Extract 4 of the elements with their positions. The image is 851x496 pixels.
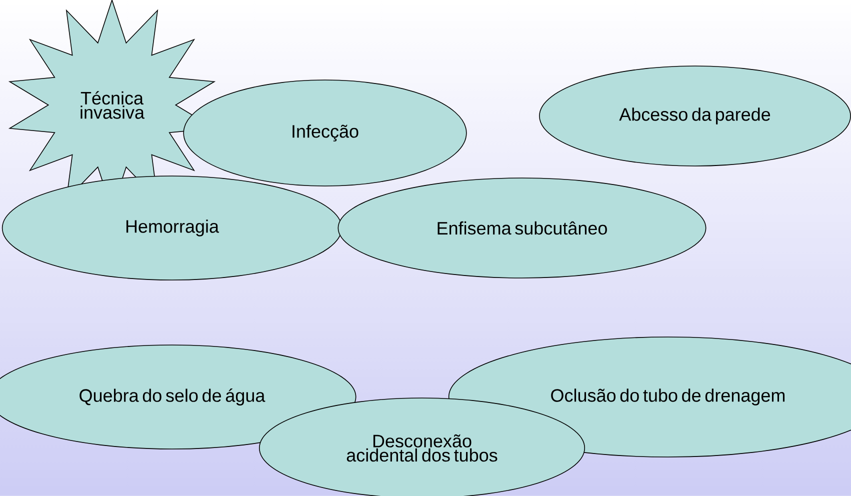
ellipse-node: Abcesso da parede [539,66,851,166]
ellipse-node: Hemorragia [2,176,342,280]
ellipse-node: Enfisema subcutâneo [338,178,706,278]
ellipse-node: Infecção [183,80,467,186]
